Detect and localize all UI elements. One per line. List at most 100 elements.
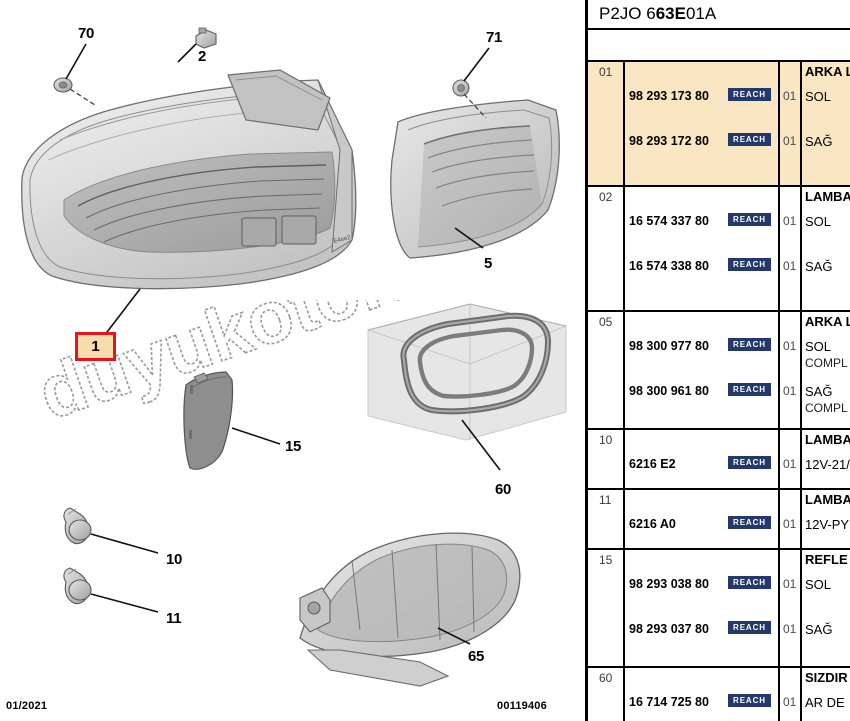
quantity-value: 01: [783, 517, 797, 531]
parts-group-15[interactable]: 15 REFLE 98 293 038 80 REACH 01 SOL 98 293 037…: [588, 550, 850, 668]
svg-text:E4ee2: E4ee2: [333, 235, 352, 245]
callout-label-70: 70: [78, 25, 95, 42]
quantity-value: 01: [783, 384, 797, 398]
table-subheader-blank: [588, 30, 850, 62]
part-number[interactable]: 16 714 725 80: [629, 695, 709, 709]
part-11-bulb: [63, 567, 92, 605]
group-description-title: LAMBA: [805, 432, 850, 447]
parts-group-02[interactable]: 02 LAMBA 16 574 337 80 REACH 01 SOL 16 574 338…: [588, 187, 850, 312]
part-description-sub: COMPL: [805, 401, 848, 415]
group-description-title: ARKA L: [805, 314, 850, 329]
reach-compliance-badge: REACH: [728, 133, 771, 146]
part-description: 12V-21/: [805, 457, 850, 472]
group-item-number: 05: [599, 315, 613, 329]
group-item-number: 60: [599, 671, 613, 685]
part-description: SAĞ: [805, 384, 833, 399]
callout-label-15: 15: [285, 438, 302, 455]
part-71-fastener: [452, 79, 487, 119]
part-lamp-upper-flap: [227, 69, 331, 131]
column-divider-v3: [800, 62, 802, 185]
group-description-title: LAMBA: [805, 189, 850, 204]
column-divider-v3: [800, 430, 802, 488]
reach-compliance-badge: REACH: [728, 456, 771, 469]
reach-compliance-badge: REACH: [728, 576, 771, 589]
part-description: SOL: [805, 89, 832, 104]
part-description: SAĞ: [805, 622, 833, 637]
part-number[interactable]: 16 574 337 80: [629, 214, 709, 228]
part-number[interactable]: 6216 A0: [629, 517, 676, 531]
part-description: SOL: [805, 577, 832, 592]
catalog-code-header: P2JO 6 63E 01A: [588, 0, 850, 30]
callout-highlight-label: 1: [91, 338, 100, 355]
part-rear-lamp-main: E4ee2: [21, 79, 357, 290]
part-description: SOL: [805, 214, 832, 229]
group-description-title: LAMBA: [805, 492, 850, 507]
column-divider-v2: [778, 312, 780, 428]
code-suffix: 01A: [685, 4, 717, 23]
group-description-title: REFLE: [805, 552, 848, 567]
reach-compliance-badge: REACH: [728, 258, 771, 271]
part-number[interactable]: 98 300 961 80: [629, 384, 709, 398]
group-item-number: 15: [599, 553, 613, 567]
quantity-value: 01: [783, 622, 797, 636]
quantity-value: 01: [783, 339, 797, 353]
quantity-value: 01: [783, 214, 797, 228]
quantity-value: 01: [783, 259, 797, 273]
part-number[interactable]: 98 293 173 80: [629, 89, 709, 103]
exploded-diagram-panel: E4ee2: [6, 25, 567, 712]
callout-label-2: 2: [198, 48, 207, 65]
reach-compliance-badge: REACH: [728, 621, 771, 634]
part-number[interactable]: 98 300 977 80: [629, 339, 709, 353]
column-divider-v1: [623, 312, 625, 428]
column-divider-v3: [800, 312, 802, 428]
leader-line-11: [90, 593, 159, 613]
leader-line-2: [177, 43, 197, 63]
callout-label-71: 71: [486, 29, 503, 46]
group-item-number: 02: [599, 190, 613, 204]
callout-label-10: 10: [166, 551, 183, 568]
code-prefix: P2JO 6: [599, 4, 656, 23]
reach-compliance-badge: REACH: [728, 383, 771, 396]
footer-date: 01/2021: [6, 700, 48, 712]
column-divider-v3: [800, 187, 802, 310]
part-description: 12V-PY: [805, 517, 850, 532]
column-divider-v2: [778, 430, 780, 488]
reach-compliance-badge: REACH: [728, 338, 771, 351]
leader-line-5: [454, 227, 484, 249]
leader-line-71: [463, 47, 490, 82]
part-65-lamp-housing: [299, 532, 521, 687]
column-divider-v3: [800, 550, 802, 666]
quantity-value: 01: [783, 695, 797, 709]
part-10-bulb: [63, 507, 92, 545]
column-divider-v2: [778, 668, 780, 721]
column-divider-v3: [800, 490, 802, 548]
column-divider-v2: [778, 187, 780, 310]
callout-highlight-1[interactable]: 1: [75, 332, 116, 361]
group-description-title: SIZDIR: [805, 670, 848, 685]
group-description-title: ARKA L: [805, 64, 850, 79]
quantity-value: 01: [783, 89, 797, 103]
leader-line-65: [437, 627, 471, 645]
column-divider-v2: [778, 550, 780, 666]
part-number[interactable]: 6216 E2: [629, 457, 676, 471]
part-60-gasket-seal: [367, 303, 567, 441]
part-number[interactable]: 98 293 038 80: [629, 577, 709, 591]
leader-line-1: [103, 288, 141, 337]
part-number[interactable]: 16 574 338 80: [629, 259, 709, 273]
part-description: SAĞ: [805, 134, 833, 149]
part-number[interactable]: 98 293 037 80: [629, 622, 709, 636]
tail-lamp-assembly-drawing: E4ee2: [21, 27, 567, 687]
part-number[interactable]: 98 293 172 80: [629, 134, 709, 148]
group-item-number: 10: [599, 433, 613, 447]
column-divider-v3: [800, 668, 802, 721]
leader-line-15: [231, 427, 281, 445]
column-divider-v1: [623, 550, 625, 666]
callout-label-11: 11: [166, 610, 182, 627]
